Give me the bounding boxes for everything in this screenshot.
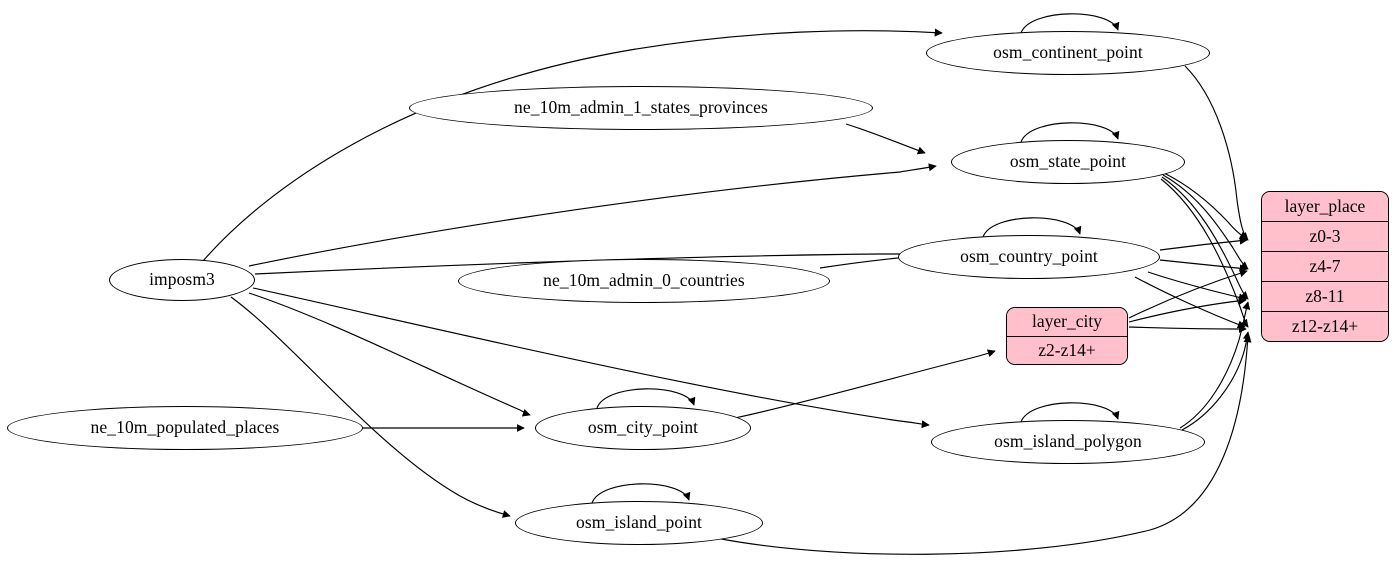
node-ne-10m-admin-0-countries[interactable]: ne_10m_admin_0_countries <box>458 259 830 303</box>
node-osm-state-point[interactable]: osm_state_point <box>951 140 1185 184</box>
node-osm-continent-point[interactable]: osm_continent_point <box>926 31 1210 75</box>
edge-imposm3-osm-island-point <box>230 296 511 518</box>
layer-place-zoom-z12-z14[interactable]: z12-z14+ <box>1262 312 1388 341</box>
node-ne-10m-admin-1-states-provinces[interactable]: ne_10m_admin_1_states_provinces <box>409 86 873 130</box>
self-loop-osm-country-point <box>982 217 1082 238</box>
layer-place-zoom-z4-7[interactable]: z4-7 <box>1262 252 1388 282</box>
edge-osm-state-point-layer-place-z12-z14 <box>1160 178 1249 328</box>
node-label: osm_country_point <box>960 246 1098 267</box>
node-layer-place[interactable]: layer_place z0-3 z4-7 z8-11 z12-z14+ <box>1261 191 1389 342</box>
edge-osm-island-polygon-layer-place-z8-11 <box>1179 301 1251 429</box>
self-loop-osm-continent-point <box>1020 13 1120 34</box>
node-label: osm_island_point <box>575 512 703 533</box>
node-layer-city[interactable]: layer_city z2-z14+ <box>1006 307 1128 365</box>
node-label: osm_island_polygon <box>994 431 1142 452</box>
edge-ne-states-osm-state-point <box>845 123 926 155</box>
node-osm-city-point[interactable]: osm_city_point <box>535 406 751 450</box>
edge-osm-country-point-layer-place-z12-z14 <box>1134 276 1246 329</box>
edge-layer-city-layer-place-z12-z14 <box>1128 324 1247 334</box>
self-loop-osm-island-point <box>591 483 691 504</box>
edge-imposm3-osm-state-point <box>248 163 937 267</box>
edge-imposm3-osm-city-point <box>248 292 531 417</box>
self-loop-osm-city-point <box>596 388 696 409</box>
node-label: osm_continent_point <box>993 42 1143 63</box>
edge-osm-continent-point-layer-place-z0-3 <box>1184 65 1249 241</box>
layer-city-header: layer_city <box>1007 308 1127 337</box>
node-osm-island-polygon[interactable]: osm_island_polygon <box>931 420 1205 464</box>
edge-osm-country-point-layer-place-z8-11 <box>1147 271 1247 302</box>
node-label: osm_city_point <box>587 417 699 438</box>
edge-osm-state-point-layer-place-z4-7 <box>1162 174 1249 270</box>
layer-place-zoom-z0-3[interactable]: z0-3 <box>1262 222 1388 252</box>
self-loop-osm-state-point <box>1020 122 1120 143</box>
edge-imposm3-osm-island-polygon <box>252 287 930 429</box>
edge-osm-city-point-layer-city-z2-z14 <box>734 349 996 419</box>
layer-place-zoom-z8-11[interactable]: z8-11 <box>1262 282 1388 312</box>
edge-osm-state-point-layer-place-z0-3 <box>1163 172 1248 240</box>
edge-layer-city-layer-place-z4-7 <box>1128 269 1248 319</box>
node-label: imposm3 <box>149 269 215 290</box>
edge-osm-island-point-layer-place-z12-z14 <box>715 334 1252 555</box>
edge-imposm3-osm-continent-point <box>202 28 943 262</box>
edge-osm-country-point-layer-place-z0-3 <box>1159 236 1248 251</box>
node-label: ne_10m_admin_1_states_provinces <box>514 97 768 118</box>
node-ne-10m-populated-places[interactable]: ne_10m_populated_places <box>7 406 363 450</box>
node-osm-island-point[interactable]: osm_island_point <box>515 501 763 545</box>
layer-city-zoom-z2-z14[interactable]: z2-z14+ <box>1007 336 1127 364</box>
edge-osm-island-polygon-layer-place-z12-z14 <box>1181 331 1251 431</box>
node-label: osm_state_point <box>1009 151 1127 172</box>
layer-place-header: layer_place <box>1262 192 1388 222</box>
node-imposm3[interactable]: imposm3 <box>109 259 255 301</box>
self-loop-osm-island-polygon <box>1020 402 1120 423</box>
edge-osm-country-point-layer-place-z4-7 <box>1159 259 1248 273</box>
node-label: ne_10m_admin_0_countries <box>543 270 745 291</box>
edge-layer-city-layer-place-z8-11 <box>1128 296 1247 323</box>
node-osm-country-point[interactable]: osm_country_point <box>898 235 1160 279</box>
node-label: ne_10m_populated_places <box>90 417 280 438</box>
